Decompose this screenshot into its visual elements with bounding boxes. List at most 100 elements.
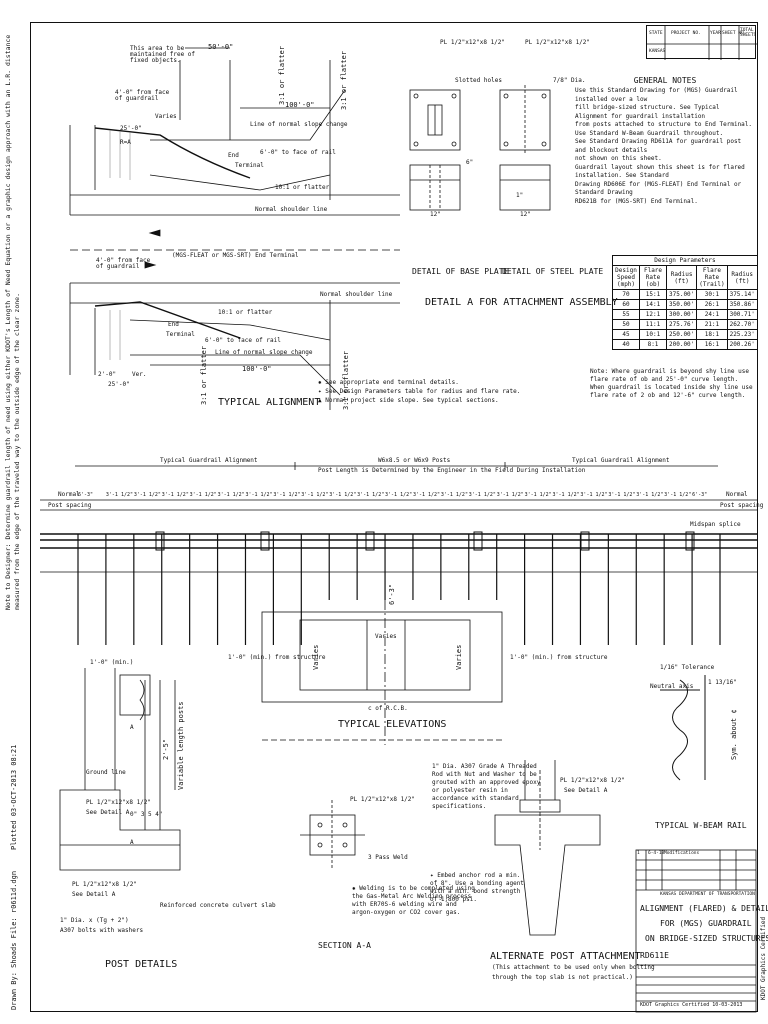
detail-a-title: DETAIL A FOR ATTACHMENT ASSEMBLY (425, 297, 618, 308)
pass-weld: 3 Pass Weld (368, 854, 408, 861)
post-spacing-left: Post spacing (48, 502, 92, 509)
alt-see-a: See Detail A (564, 787, 608, 794)
dp-header: Design Speed (mph) (612, 265, 640, 290)
hdr-state-value: KANSAS (649, 49, 666, 54)
rail-splice (260, 531, 270, 551)
flatter-v1: 3:1 or flatter (340, 50, 348, 110)
dp-cell: 26:1 (696, 299, 728, 310)
normal-right: Normal (726, 491, 748, 498)
detail-pl-1: PL 1/2"x12"x8 1/2" (440, 39, 506, 46)
alignment-note-3: ▲ Normal project side slope. See typical… (318, 397, 499, 404)
hdr-sheet: SHEET NO. (722, 31, 747, 36)
project-header-block: STATE PROJECT NO. YEAR SHEET NO. TOTAL S… (646, 25, 757, 60)
post-spacing-dim: 3'-1 1/2" (357, 492, 385, 498)
dp-cell: 45 (612, 329, 640, 340)
alternate-sub-1: (This attachment to be used only when bo… (492, 964, 655, 971)
post-spacing-dim: 3'-1 1/2" (161, 492, 189, 498)
post-spacing-dim: 3'-1 1/2" (385, 492, 413, 498)
varies-3: Varies (455, 644, 463, 670)
revision-cell: 1 (637, 851, 640, 856)
dim-6: 6" (466, 159, 474, 166)
bolts-label: 1" Dia. x (Tg + 2") (60, 917, 129, 924)
rail-splice (473, 531, 483, 551)
dia-label: 7/8" Dia. (553, 77, 586, 84)
dim-25-b: 25'-0" (108, 381, 130, 388)
dp-cell: 70 (612, 289, 640, 300)
design-parameters: Design Parameters Design Speed (mph)Flar… (612, 255, 758, 350)
section-aa-title: SECTION A-A (318, 941, 371, 950)
varies-1: Varies (312, 644, 320, 670)
midspan-splice: Midspan splice (690, 521, 741, 528)
dim-2: 2'-0" (98, 371, 117, 378)
varies-label: Varies (155, 113, 177, 120)
embed-note: ✦ Embed anchor rod a min. of 8". Use a b… (430, 872, 524, 903)
posts-note: W6x8.5 or W6x9 Posts (378, 457, 451, 464)
dp-cell: 250.00' (665, 329, 698, 340)
general-note-line: Use this Standard Drawing for (MGS) Guar… (575, 87, 738, 103)
alt-pl: PL 1/2"x12"x8 1/2" (560, 777, 626, 784)
dp-header: Flare Rate (Trail) (696, 265, 728, 290)
face-6-note: 6'-0" to face of rail (260, 149, 336, 156)
dp-cell: 375.00' (665, 289, 698, 300)
dim-50: 50'-0" (208, 43, 234, 51)
design-note: Note: Where guardrail is beyond shy line… (590, 368, 753, 399)
dp-cell: 300.71' (726, 309, 758, 320)
revision-cell: 6-4-18 (648, 851, 665, 856)
section-pl: PL 1/2"x12"x8 1/2" (350, 796, 416, 803)
general-note-line: Use Standard W-Beam Guardrail throughout… (575, 129, 724, 137)
welding-note: ✹ Welding is to be completed using the G… (352, 885, 475, 916)
title-line-2: FOR (MGS) GUARDRAIL (660, 919, 752, 928)
post-d3: 0" 3 5 4" (130, 811, 163, 818)
general-note-line: not shown on this sheet. (575, 155, 662, 162)
base-plate-title: DETAIL OF BASE PLATE (412, 267, 509, 276)
post-spacing-dim: 3'-1 1/2" (580, 492, 608, 498)
left-alignment-label: Typical Guardrail Alignment (160, 457, 258, 464)
dp-cell: 16:1 (696, 339, 728, 350)
dp-cell: 12:1 (639, 309, 667, 320)
general-note-line: from posts attached to structure to End … (575, 121, 753, 128)
dp-cell: 350.00' (665, 299, 698, 310)
radius-a: R=A (120, 139, 131, 146)
design-parameters-table: Design Parameters Design Speed (mph)Flar… (612, 255, 758, 350)
symmetry-label: Sym. about ¢ (730, 709, 738, 760)
dp-cell: 40 (612, 339, 640, 350)
dim-100-b: 100'-0" (242, 365, 272, 373)
dp-cell: 8:1 (639, 339, 667, 350)
alignment-note-1: ✹ See appropriate end terminal details. (318, 379, 459, 386)
post-pl: PL 1/2"x12"x8 1/2" (86, 799, 152, 806)
post-spacing-dim: 3'-1 1/2" (496, 492, 524, 498)
rail-splice (365, 531, 375, 551)
section-a-mark: A (130, 724, 134, 731)
maintained-note: This area to be maintained free of fixed… (130, 45, 196, 64)
section-a-mark-2: A (130, 839, 134, 846)
general-note-line: fill bridge-sized structure. See Typical… (575, 104, 720, 120)
alignment-note-2: ✦ See Design Parameters table for radius… (318, 388, 521, 395)
face-6-note-b: 6'-0" to face of rail (205, 337, 281, 344)
general-note-line: See Standard Drawing RD611A for guardrai… (575, 138, 742, 154)
dp-header: Flare Rate (ob) (639, 265, 667, 290)
face-4-note: 4'-0" from face of guardrail (115, 89, 170, 102)
a307-label: A307 bolts with washers (60, 927, 144, 934)
title-line-1: ALIGNMENT (FLARED) & DETAILS (640, 904, 768, 913)
rail-splice (155, 531, 165, 551)
dim-2-5: 2'-5" (162, 738, 170, 760)
dp-cell: 350.86' (726, 299, 758, 310)
normal-left: Normal (58, 491, 80, 498)
flatter-label-2: 10:1 or flatter (218, 309, 273, 316)
post-spacing-dim: 3'-1 1/2" (636, 492, 664, 498)
var-length-posts: Variable length posts (177, 701, 185, 790)
from-structure-right: 1'-0" (min.) from structure (510, 654, 608, 661)
alternate-title: ALTERNATE POST ATTACHMENT (490, 951, 641, 962)
dp-cell: 60 (612, 299, 640, 310)
certified-label: KDOT Graphics Certified 10-03-2013 (640, 1002, 743, 1008)
drawing-number: RD611E (640, 951, 669, 960)
from-structure-left: 1'-0" (min.) from structure (228, 654, 326, 661)
dp-cell: 14:1 (639, 299, 667, 310)
dp-cell: 262.70' (726, 319, 758, 330)
post-spacing-dim: 3'-1 1/2" (105, 492, 133, 498)
